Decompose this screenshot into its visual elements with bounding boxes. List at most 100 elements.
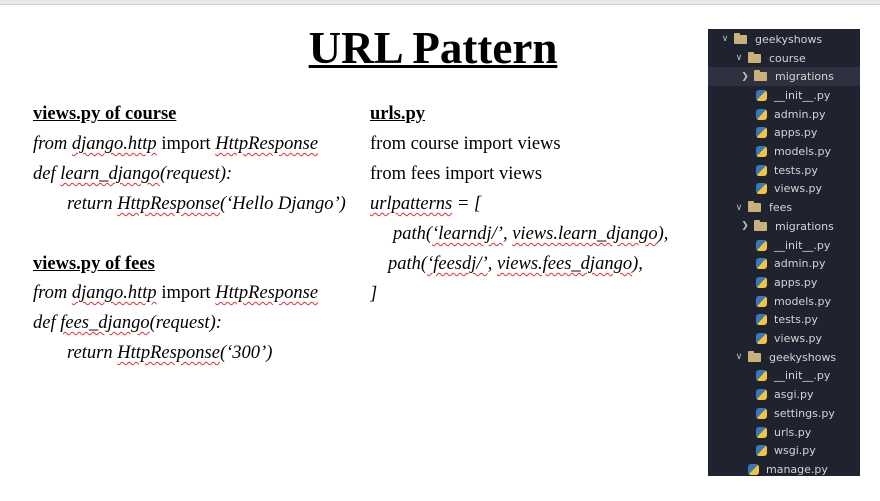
code-token: (request):	[159, 164, 233, 184]
code-token: (‘Hello Django’)	[219, 194, 346, 214]
code-token: ),	[632, 254, 643, 274]
python-file-icon	[756, 239, 767, 251]
python-file-icon	[756, 127, 767, 139]
tree-item-label: asgi.py	[774, 388, 814, 402]
code-token: from	[33, 134, 72, 154]
folder-icon	[734, 32, 747, 44]
code-token: return	[67, 343, 118, 363]
tree-file[interactable]: apps.py	[708, 124, 860, 143]
code-token: ‘learndj/’	[432, 224, 503, 244]
tree-item-label: models.py	[774, 294, 831, 308]
code-token: django.http	[71, 134, 157, 154]
code-token: = [	[452, 194, 482, 214]
code-token: (request):	[149, 313, 222, 333]
chevron-down-icon[interactable]: ∨	[735, 53, 743, 64]
tree-item-label: models.py	[774, 145, 831, 159]
code-token: django.http	[71, 283, 157, 303]
code-token: urlpatterns	[370, 194, 453, 214]
code-token: HttpResponse	[117, 194, 220, 214]
chevron-right-icon[interactable]: ❯	[741, 71, 749, 82]
tree-file[interactable]: apps.py	[708, 273, 860, 292]
tree-item-label: apps.py	[774, 275, 818, 289]
code-token: import	[156, 134, 216, 154]
tree-file[interactable]: models.py	[708, 292, 860, 311]
chevron-down-icon[interactable]: ∨	[735, 202, 743, 213]
tree-file[interactable]: __init__.py	[708, 367, 860, 386]
python-file-icon	[756, 426, 767, 438]
code-line: path(‘learndj/’, views.learn_django),	[393, 223, 668, 245]
code-token: ,	[487, 254, 497, 274]
code-line: urlpatterns = [	[370, 193, 481, 215]
tree-item-label: __init__.py	[774, 238, 831, 252]
code-line: from course import views	[370, 134, 561, 154]
tree-item-label: views.py	[774, 182, 823, 196]
python-file-icon	[756, 333, 767, 345]
tree-file[interactable]: settings.py	[708, 404, 860, 423]
tree-file[interactable]: __init__.py	[708, 86, 860, 105]
tree-folder[interactable]: ∨course	[708, 49, 860, 68]
tree-file[interactable]: tests.py	[708, 161, 860, 180]
python-file-icon	[756, 370, 767, 382]
python-file-icon	[756, 407, 767, 419]
folder-icon	[748, 51, 761, 63]
code-line: path(‘feesdj/’, views.fees_django),	[388, 253, 643, 275]
python-file-icon	[756, 389, 767, 401]
tree-file[interactable]: manage.py	[708, 460, 860, 479]
tree-item-label: tests.py	[774, 163, 818, 177]
file-explorer-tree: ∨geekyshows∨course❯migrations__init__.py…	[708, 29, 860, 476]
tree-item-label: __init__.py	[774, 88, 831, 102]
tree-item-label: migrations	[775, 70, 834, 84]
tree-file[interactable]: views.py	[708, 329, 860, 348]
chevron-right-icon[interactable]: ❯	[741, 221, 749, 232]
tree-folder[interactable]: ∨ geekyshows	[708, 30, 860, 49]
tree-folder[interactable]: ∨ geekyshows	[708, 348, 860, 367]
code-token: path(	[388, 254, 428, 274]
tree-file[interactable]: views.py	[708, 180, 860, 199]
tree-file[interactable]: admin.py	[708, 254, 860, 273]
urls-heading: urls.py	[370, 104, 426, 124]
chevron-down-icon[interactable]: ∨	[721, 34, 729, 45]
course-views-heading: views.py of course	[33, 104, 177, 124]
python-file-icon	[756, 108, 767, 120]
tree-folder[interactable]: ❯ migrations	[708, 67, 860, 87]
code-token: from	[33, 283, 72, 303]
code-token: learn_django	[60, 164, 160, 184]
tree-item-label: admin.py	[774, 257, 826, 271]
code-token: def	[33, 313, 61, 333]
code-token: HttpResponse	[117, 343, 220, 363]
code-line: ]	[370, 284, 378, 304]
code-line: return HttpResponse(‘Hello Django’)	[67, 193, 346, 215]
python-file-icon	[756, 445, 767, 457]
tree-item-label: geekyshows	[755, 32, 823, 46]
folder-icon	[748, 350, 761, 362]
python-file-icon	[756, 258, 767, 270]
code-token: import	[156, 283, 216, 303]
tree-item-label: geekyshows	[769, 350, 837, 364]
fees-views-heading: views.py of fees	[33, 254, 155, 274]
code-line: from django.http import HttpResponse	[33, 133, 318, 155]
tree-item-label: manage.py	[766, 462, 828, 476]
tree-file[interactable]: __init__.py	[708, 236, 860, 255]
code-token: fees_django	[60, 313, 150, 333]
slide-title: URL Pattern	[308, 23, 558, 73]
code-token: def	[33, 164, 61, 184]
tree-file[interactable]: urls.py	[708, 423, 860, 442]
tree-file[interactable]: tests.py	[708, 311, 860, 330]
code-token: return	[67, 194, 118, 214]
tree-file[interactable]: asgi.py	[708, 385, 860, 404]
tree-item-label: admin.py	[774, 107, 826, 121]
tree-file[interactable]: wsgi.py	[708, 441, 860, 460]
top-bar	[0, 0, 880, 5]
tree-folder[interactable]: ∨fees	[708, 198, 860, 217]
code-line: return HttpResponse(‘300’)	[67, 342, 272, 364]
python-file-icon	[756, 295, 767, 307]
tree-file[interactable]: admin.py	[708, 105, 860, 124]
python-file-icon	[756, 314, 767, 326]
code-line: def learn_django(request):	[33, 163, 232, 185]
code-token: ,	[502, 224, 513, 244]
python-file-icon	[748, 463, 759, 475]
chevron-down-icon[interactable]: ∨	[735, 352, 743, 363]
folder-icon	[754, 219, 767, 231]
tree-folder[interactable]: ❯migrations	[708, 217, 860, 236]
tree-file[interactable]: models.py	[708, 142, 860, 161]
